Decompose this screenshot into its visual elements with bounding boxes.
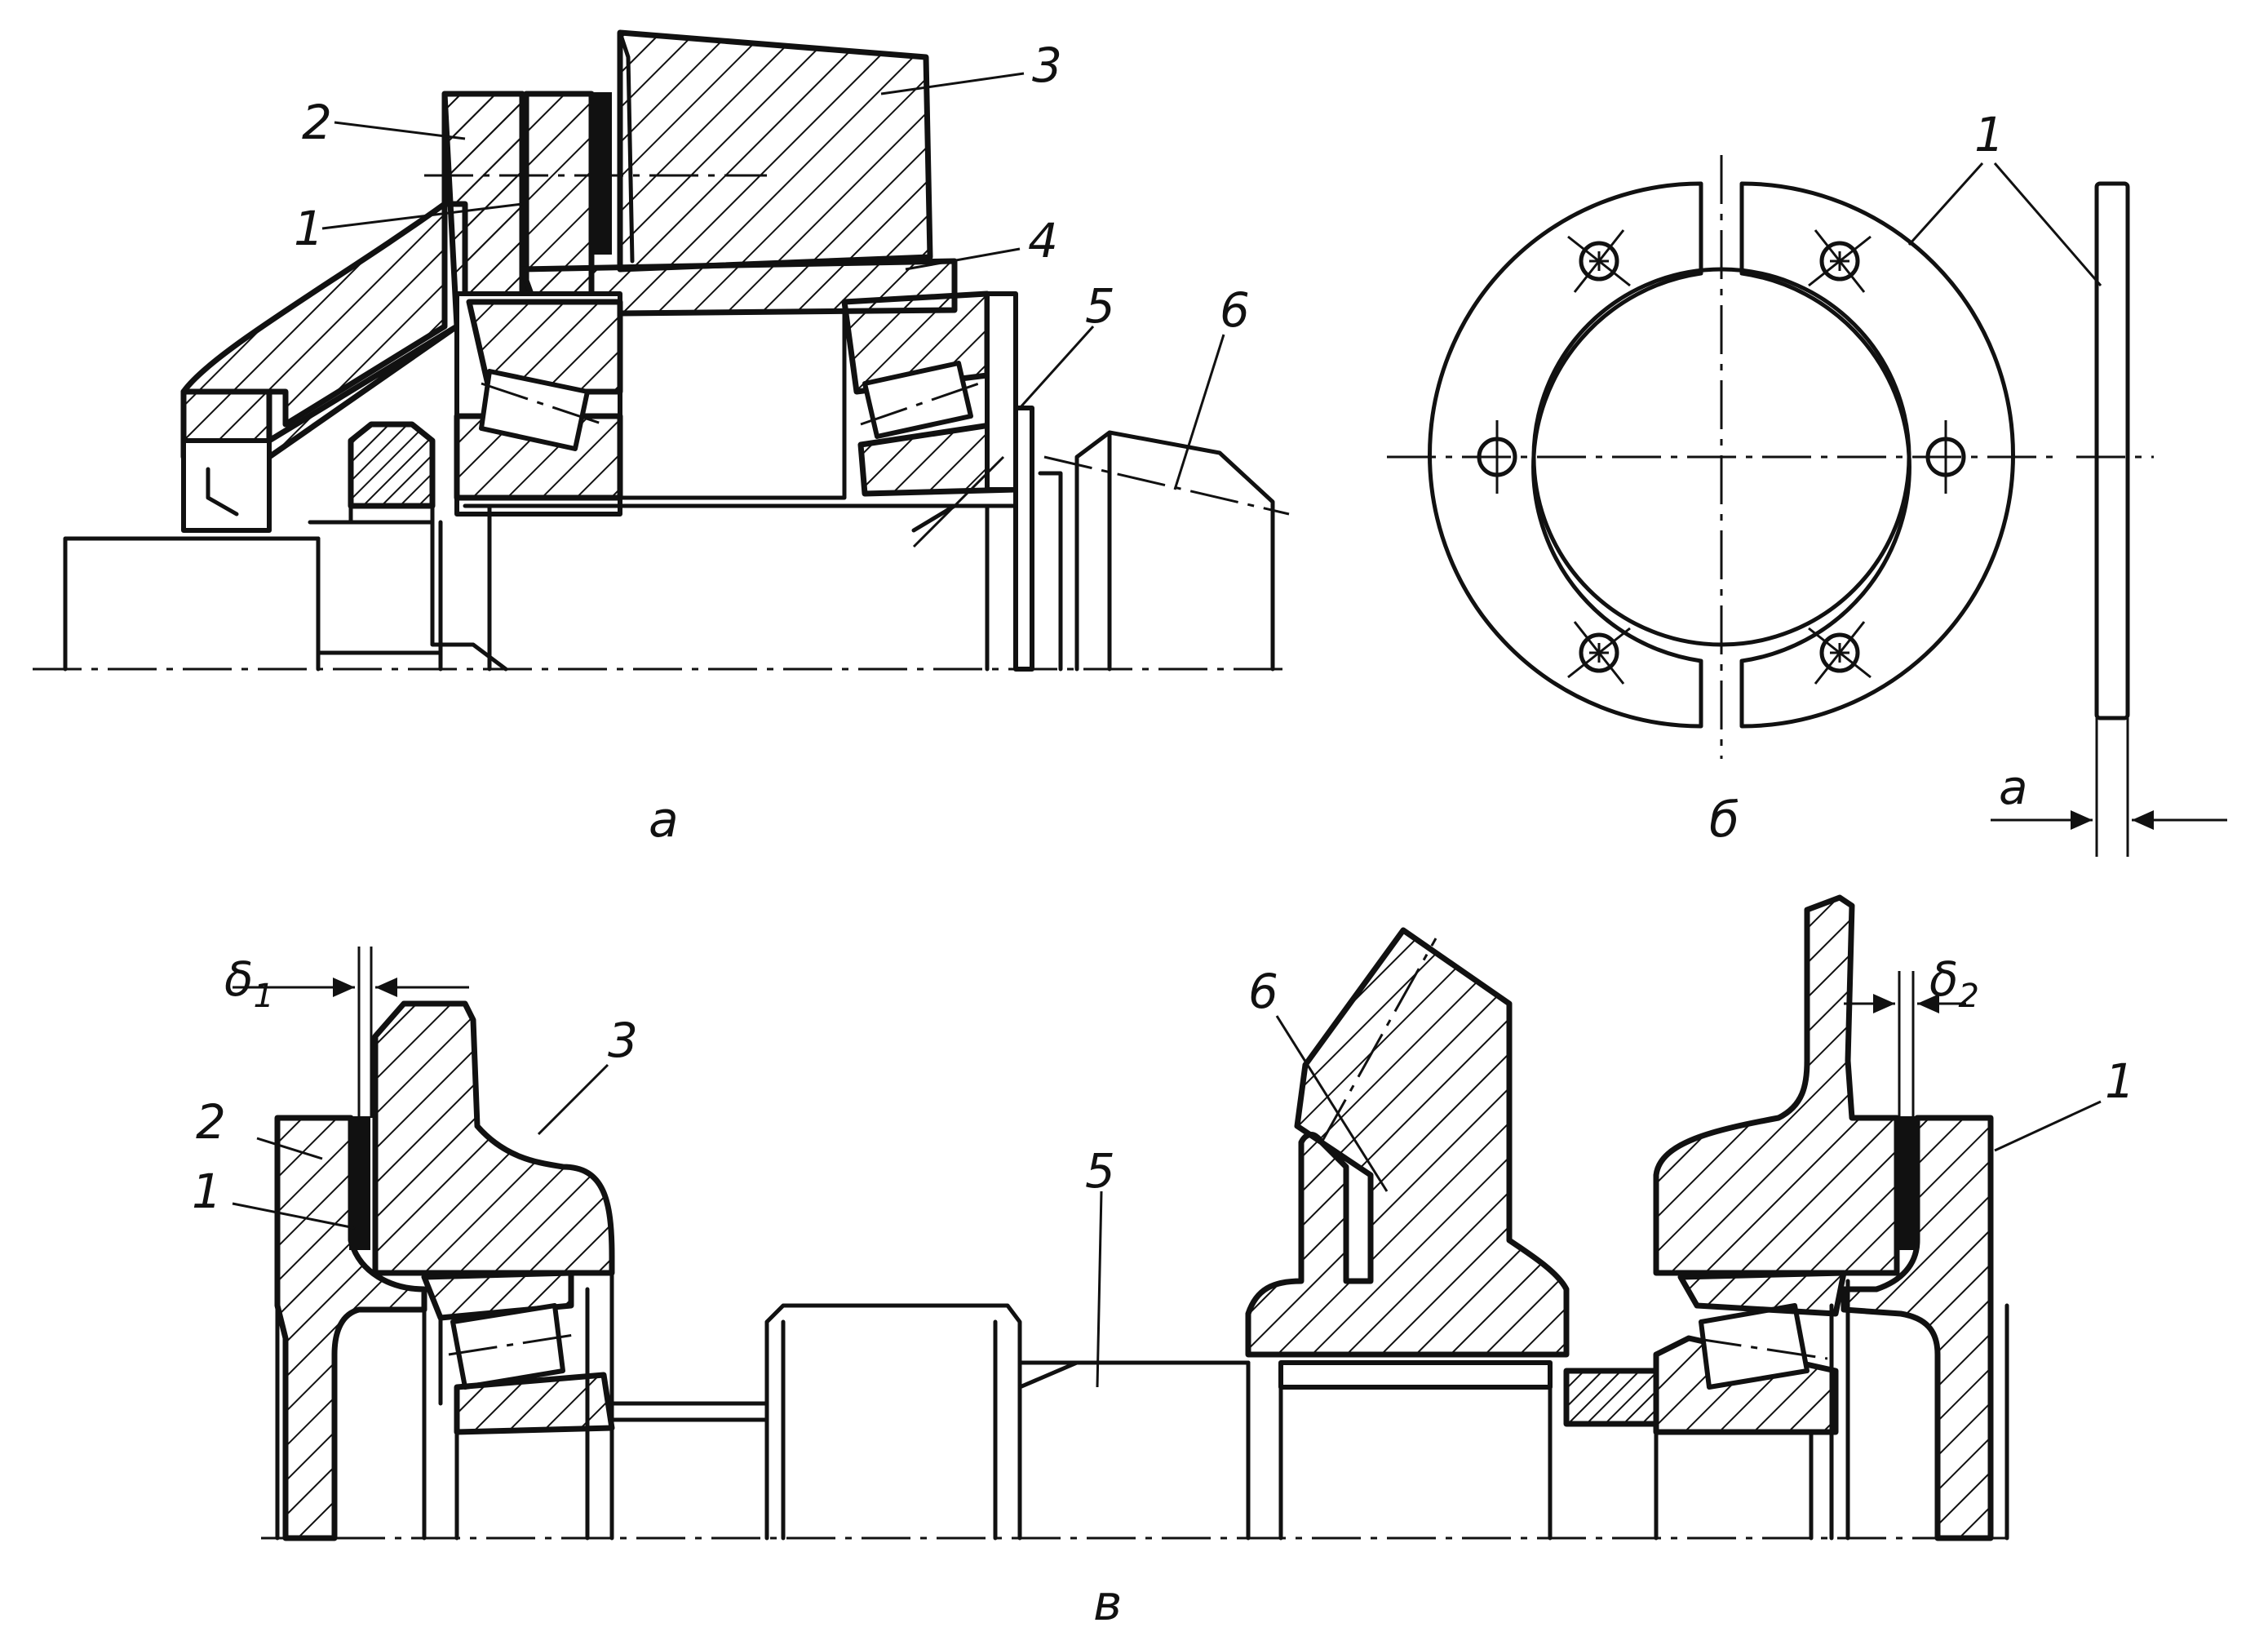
label-v-1-left: 1: [192, 1164, 222, 1219]
lock-nut: [348, 421, 436, 509]
shim-side-view: [2094, 181, 2130, 721]
label-v-1-right: 1: [2105, 1053, 2135, 1109]
dimension-a-label: a: [1999, 760, 2028, 815]
shaft-step: [308, 520, 508, 672]
main-shaft: [463, 503, 1018, 672]
right-v-bearing-outer: [1677, 1270, 1847, 1317]
needle-bearing: [1278, 1360, 1553, 1390]
right-housing: [1841, 1115, 1994, 1541]
bolt-holes: [1477, 229, 1966, 685]
panel-v-labels: δ1 δ2 2 1 3 5 6 1 в: [192, 951, 2135, 1632]
bevel-gear-6: [1245, 927, 1570, 1358]
caption-v: в: [1093, 1575, 1122, 1632]
panel-b-labels: 1 a б: [1709, 107, 2028, 849]
label-a-6: 6: [1220, 282, 1250, 338]
label-a-3: 3: [1032, 38, 1062, 93]
shaft-left-block: [63, 536, 321, 672]
caption-b: б: [1709, 791, 1739, 849]
label-delta1: δ1: [224, 951, 274, 1015]
shaft-5: [764, 1303, 1022, 1541]
label-a-1: 1: [294, 201, 324, 256]
part-3-gear: [617, 29, 933, 273]
panel-v: [232, 894, 2102, 1541]
label-b-1: 1: [1974, 107, 2004, 162]
left-gear-3: [372, 1000, 615, 1276]
label-v-5: 5: [1085, 1143, 1115, 1199]
bearing-spacer: [618, 308, 847, 500]
housing-foot: [181, 438, 272, 533]
panel-a-leaders: [321, 72, 1225, 548]
label-a-5: 5: [1085, 278, 1115, 334]
label-v-6: 6: [1248, 964, 1278, 1019]
panel-a: [33, 29, 1290, 672]
panel-a-labels: 2 1 3 4 5 6 а: [294, 38, 1250, 849]
label-a-4: 4: [1028, 213, 1058, 268]
label-v-3: 3: [608, 1013, 638, 1068]
left-roller: [479, 369, 590, 451]
part-6-bevel-gear: [1074, 430, 1275, 672]
split-ring-left-half: [1428, 181, 1703, 729]
right-spacer: [1563, 1368, 1659, 1427]
caption-a: а: [649, 791, 679, 849]
panel-b: [1387, 155, 2227, 857]
left-shim-1: [349, 1116, 370, 1250]
shim-black-edge: [592, 92, 612, 255]
label-delta2: δ2: [1929, 951, 1979, 1015]
part-5-washer: [1013, 406, 1034, 672]
split-ring-right-half: [1739, 181, 2015, 729]
label-v-2: 2: [196, 1094, 226, 1150]
label-a-2: 2: [302, 95, 332, 150]
right-gear: [1653, 894, 1900, 1276]
